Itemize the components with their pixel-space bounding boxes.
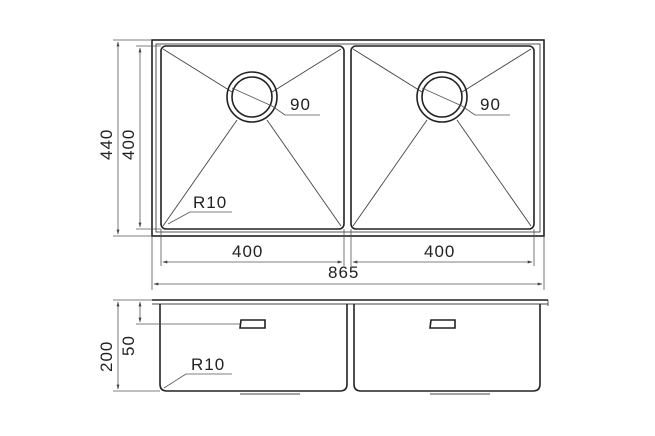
top-view: 90 90 R10 440 400 — [97, 39, 545, 290]
right-drain-inner — [421, 76, 463, 118]
right-drain-outer — [416, 71, 468, 123]
right-bowl: 90 — [350, 45, 535, 230]
left-overflow-slot — [239, 319, 266, 329]
side-corner-radius-label: R10 — [191, 355, 225, 374]
left-drain-diameter-label: 90 — [290, 95, 311, 114]
left-bowl: 90 — [160, 45, 345, 230]
right-drain-diameter-label: 90 — [480, 95, 501, 114]
side-view: 200 50 R10 — [97, 299, 549, 395]
overall-width-label: 865 — [328, 263, 359, 282]
right-bowl-profile — [353, 304, 541, 392]
top-corner-radius-label: R10 — [193, 193, 227, 212]
left-drain-outer — [226, 71, 278, 123]
sink-outer-rim — [151, 39, 545, 237]
overflow-offset-label: 50 — [119, 335, 138, 356]
left-bowl-profile — [159, 304, 348, 392]
sink-inner-rim — [155, 43, 541, 233]
right-bowl-width-label: 400 — [424, 242, 455, 261]
left-drain-inner — [231, 76, 273, 118]
right-bowl-outline — [350, 45, 535, 230]
left-bowl-width-label: 400 — [232, 242, 263, 261]
overall-height-label: 440 — [97, 129, 116, 160]
left-bowl-outline — [160, 45, 345, 230]
overall-depth-label: 200 — [97, 341, 116, 372]
bowl-height-label: 400 — [119, 129, 138, 160]
right-overflow-slot — [429, 319, 456, 329]
